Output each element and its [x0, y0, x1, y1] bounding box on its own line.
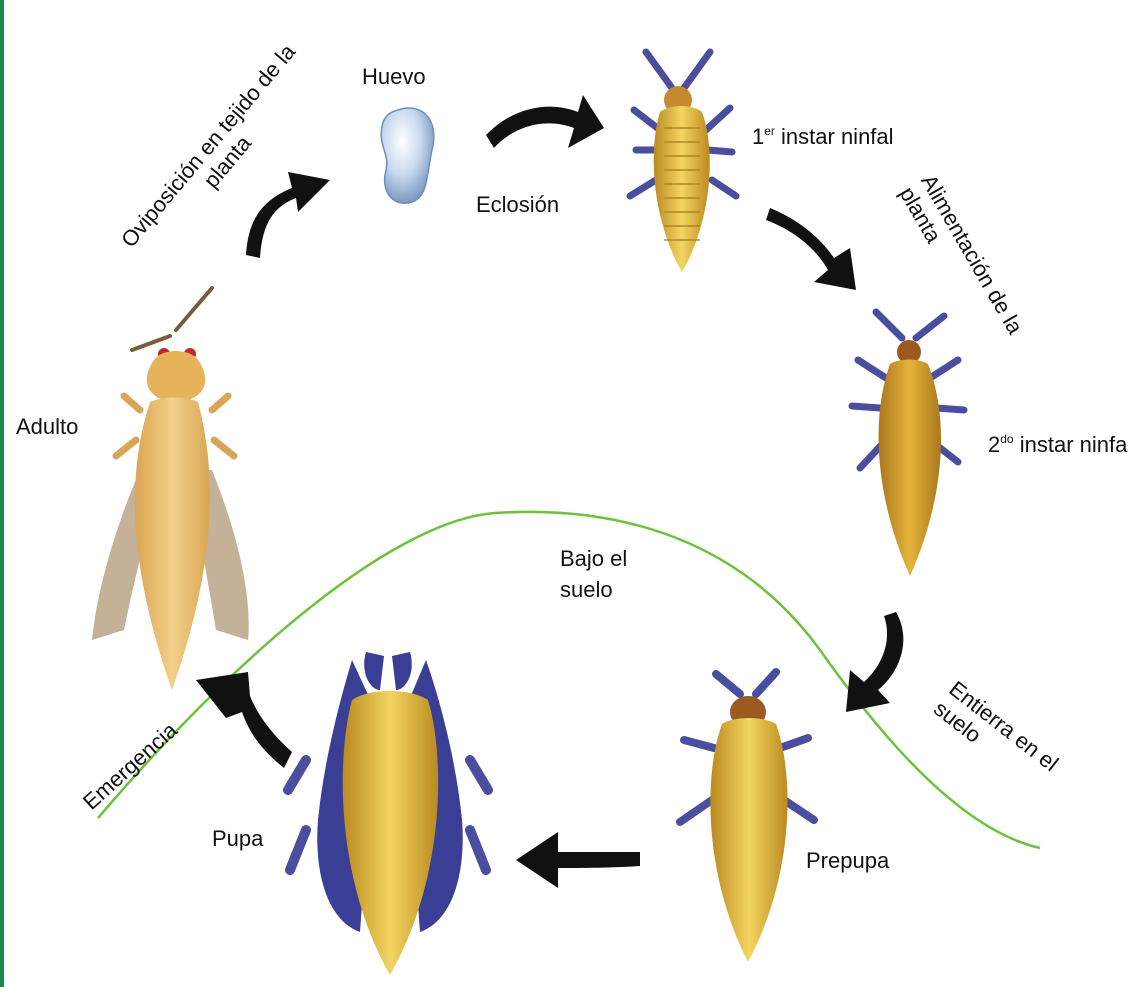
label-pupa: Pupa	[212, 826, 263, 851]
label-bajo-el-suelo: Bajo el suelo	[560, 544, 627, 606]
second-instar-illustration	[852, 312, 964, 576]
arrow-oviposicion	[246, 172, 330, 258]
label-first-instar: 1er instar ninfal	[752, 124, 894, 149]
label-huevo: Huevo	[362, 64, 426, 89]
label-second-instar: 2do instar ninfa	[988, 432, 1127, 457]
arrow-alimentacion	[766, 208, 856, 290]
arrow-entierra	[846, 612, 903, 712]
label-bajo-line2: suelo	[560, 575, 627, 606]
arrow-eclosion	[486, 95, 604, 148]
first-instar-illustration	[630, 52, 736, 272]
prepupa-illustration	[680, 672, 814, 962]
arrow-to-pupa	[516, 832, 640, 888]
label-adulto: Adulto	[16, 414, 78, 439]
egg-illustration	[381, 108, 434, 203]
label-bajo-line1: Bajo el	[560, 544, 627, 575]
label-eclosion: Eclosión	[476, 192, 559, 217]
arrow-emergencia	[196, 672, 292, 768]
adult-illustration	[92, 288, 249, 690]
pupa-illustration	[288, 652, 488, 975]
label-prepupa: Prepupa	[806, 848, 889, 873]
